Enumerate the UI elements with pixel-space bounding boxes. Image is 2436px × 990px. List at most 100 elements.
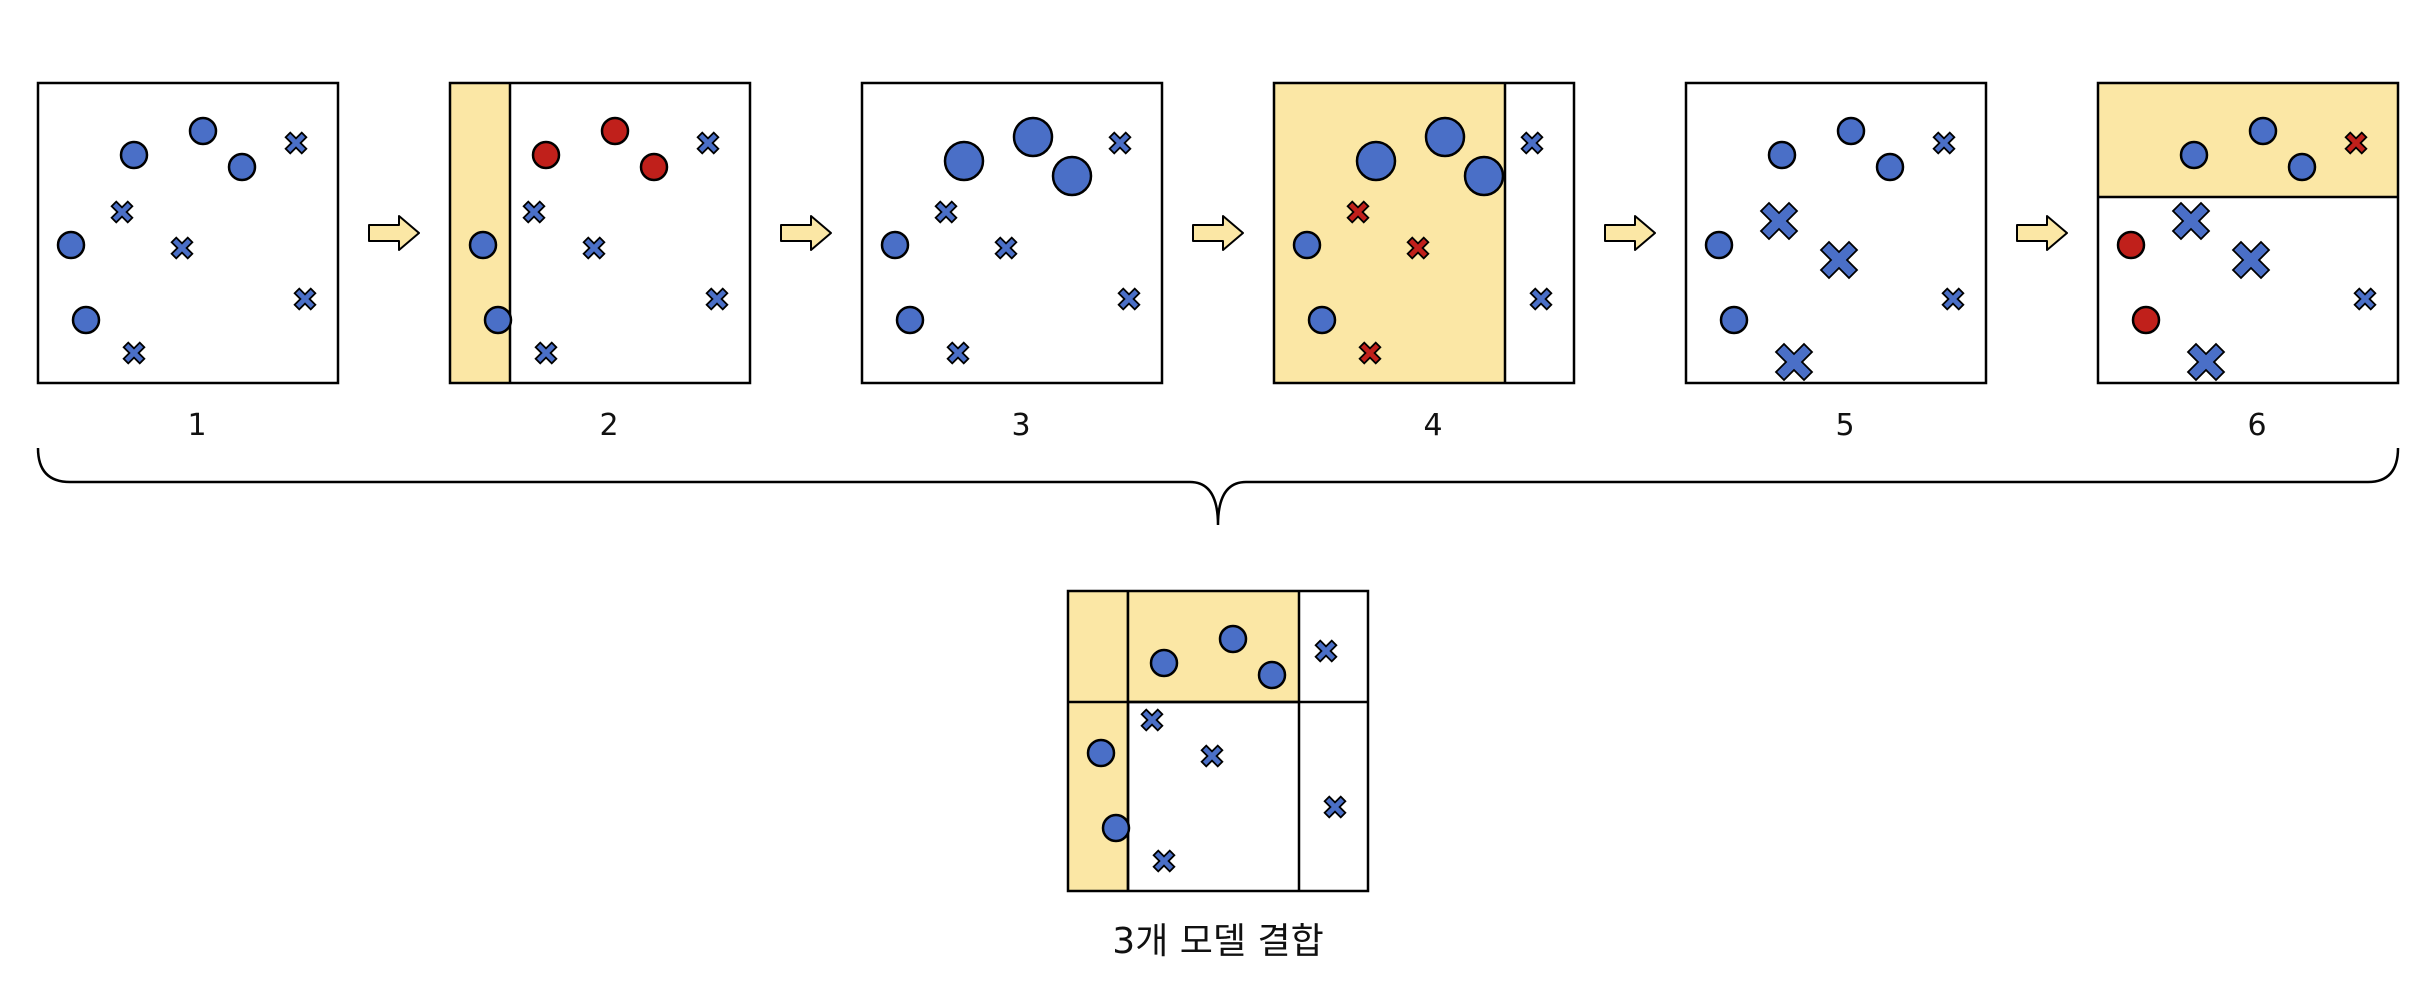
blue-cross-point: [1314, 639, 1338, 663]
blue-circle-point: [188, 116, 218, 146]
blue-cross-point: [1108, 131, 1132, 155]
blue-circle-point: [1875, 152, 1905, 182]
blue-cross-point: [705, 287, 729, 311]
step-panel-6: [2096, 81, 2400, 385]
red-circle-point: [600, 116, 630, 146]
right-arrow-icon: [368, 215, 420, 251]
blue-circle-point: [895, 305, 925, 335]
blue-cross-point: [582, 236, 606, 260]
blue-circle-point: [1704, 230, 1734, 260]
right-arrow-icon: [1604, 215, 1656, 251]
blue-cross-point: [696, 131, 720, 155]
red-cross-point: [1406, 236, 1430, 260]
panel-background: [862, 83, 1162, 383]
blue-cross-point: [1774, 342, 1814, 382]
panel-border: [1066, 589, 1370, 893]
blue-circle-point: [2248, 116, 2278, 146]
blue-cross-point: [1140, 708, 1164, 732]
blue-circle-point: [1012, 116, 1054, 158]
blue-circle-point: [1101, 813, 1131, 843]
blue-cross-point: [1529, 287, 1553, 311]
step-label-3: 3: [1011, 408, 1031, 443]
step-panel-5: [1684, 81, 1988, 385]
red-circle-point: [531, 140, 561, 170]
panel-background: [38, 83, 338, 383]
blue-cross-point: [1200, 744, 1224, 768]
blue-circle-point: [2179, 140, 2209, 170]
step-label-1: 1: [187, 408, 207, 443]
step-label-6: 6: [2247, 408, 2267, 443]
blue-circle-point: [1257, 660, 1287, 690]
step-panel-1: [36, 81, 340, 385]
blue-cross-point: [1117, 287, 1141, 311]
step-panels: [36, 81, 2400, 385]
blue-cross-point: [946, 341, 970, 365]
blue-circle-point: [1355, 140, 1397, 182]
right-arrow-icon: [780, 215, 832, 251]
blue-circle-point: [483, 305, 513, 335]
panel-border: [860, 81, 1164, 385]
blue-cross-point: [122, 341, 146, 365]
blue-circle-point: [1719, 305, 1749, 335]
step-panel-3: [860, 81, 1164, 385]
blue-cross-point: [1759, 201, 1799, 241]
blue-circle-point: [1051, 155, 1093, 197]
blue-cross-point: [110, 200, 134, 224]
blue-circle-point: [2287, 152, 2317, 182]
blue-circle-point: [1424, 116, 1466, 158]
blue-circle-point: [943, 140, 985, 182]
red-circle-point: [2116, 230, 2146, 260]
blue-cross-point: [522, 200, 546, 224]
blue-circle-point: [1218, 624, 1248, 654]
blue-circle-point: [227, 152, 257, 182]
blue-cross-point: [1819, 240, 1859, 280]
combined-panel: [1066, 589, 1370, 893]
red-cross-point: [2344, 131, 2368, 155]
blue-circle-point: [71, 305, 101, 335]
step-label-2: 2: [599, 408, 619, 443]
step-arrows: [368, 215, 2068, 251]
panel-background: [1686, 83, 1986, 383]
step-label-4: 4: [1423, 408, 1443, 443]
right-arrow-icon: [1192, 215, 1244, 251]
red-circle-point: [639, 152, 669, 182]
blue-circle-point: [1836, 116, 1866, 146]
blue-cross-point: [293, 287, 317, 311]
step-panel-2: [448, 81, 752, 385]
blue-circle-point: [1292, 230, 1322, 260]
panel-border: [1272, 81, 1576, 385]
curly-brace: [36, 447, 2400, 526]
blue-cross-point: [284, 131, 308, 155]
blue-cross-point: [1323, 795, 1347, 819]
step-label-5: 5: [1835, 408, 1855, 443]
panel-border: [1684, 81, 1988, 385]
blue-cross-point: [1941, 287, 1965, 311]
blue-circle-point: [1307, 305, 1337, 335]
blue-cross-point: [1932, 131, 1956, 155]
blue-cross-point: [534, 341, 558, 365]
blue-circle-point: [880, 230, 910, 260]
blue-circle-point: [468, 230, 498, 260]
right-arrow-icon: [2016, 215, 2068, 251]
panel-border: [448, 81, 752, 385]
blue-circle-point: [119, 140, 149, 170]
red-circle-point: [2131, 305, 2161, 335]
blue-cross-point: [2231, 240, 2271, 280]
panel-border: [2096, 81, 2400, 385]
blue-circle-point: [1149, 648, 1179, 678]
blue-cross-point: [934, 200, 958, 224]
blue-cross-point: [2353, 287, 2377, 311]
blue-cross-point: [2186, 342, 2226, 382]
blue-cross-point: [1152, 849, 1176, 873]
blue-circle-point: [1086, 738, 1116, 768]
red-cross-point: [1346, 200, 1370, 224]
red-cross-point: [1358, 341, 1382, 365]
step-panel-4: [1272, 81, 1576, 385]
blue-circle-point: [1767, 140, 1797, 170]
blue-cross-point: [2171, 201, 2211, 241]
combined-model-panel: [1066, 589, 1370, 893]
blue-cross-point: [1520, 131, 1544, 155]
blue-cross-point: [170, 236, 194, 260]
blue-circle-point: [56, 230, 86, 260]
